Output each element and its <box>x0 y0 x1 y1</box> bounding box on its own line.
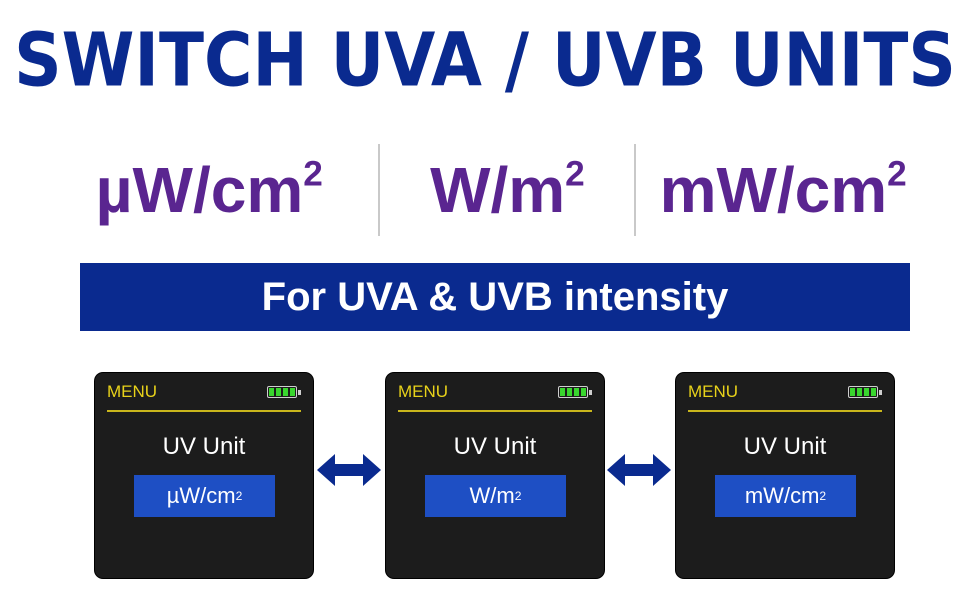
intensity-banner: For UVA & UVB intensity <box>80 263 910 331</box>
unit-separator <box>634 144 637 236</box>
battery-full-icon <box>267 386 301 398</box>
headline: SWITCH UVA / UVB UNITS <box>14 17 956 104</box>
uv-unit-title: UV Unit <box>453 433 537 460</box>
unit-uw-cm2: µW/cm2 <box>95 154 323 226</box>
battery-full-icon <box>558 386 592 398</box>
menu-divider <box>398 410 592 412</box>
double-arrow-icon <box>317 454 381 486</box>
uv-unit-title: UV Unit <box>743 433 827 460</box>
unit-w-m2: W/m2 <box>430 154 585 226</box>
menu-divider <box>107 410 301 412</box>
battery-full-icon <box>848 386 882 398</box>
menu-label: MENU <box>688 382 739 401</box>
double-arrow-icon <box>607 454 671 486</box>
menu-label: MENU <box>107 382 158 401</box>
unit-mw-cm2: mW/cm2 <box>659 154 907 226</box>
uv-unit-title: UV Unit <box>162 433 246 460</box>
menu-label: MENU <box>398 382 449 401</box>
menu-divider <box>688 410 882 412</box>
unit-separator <box>378 144 381 236</box>
unit-options-row: µW/cm2 W/m2 mW/cm2 <box>40 140 930 240</box>
